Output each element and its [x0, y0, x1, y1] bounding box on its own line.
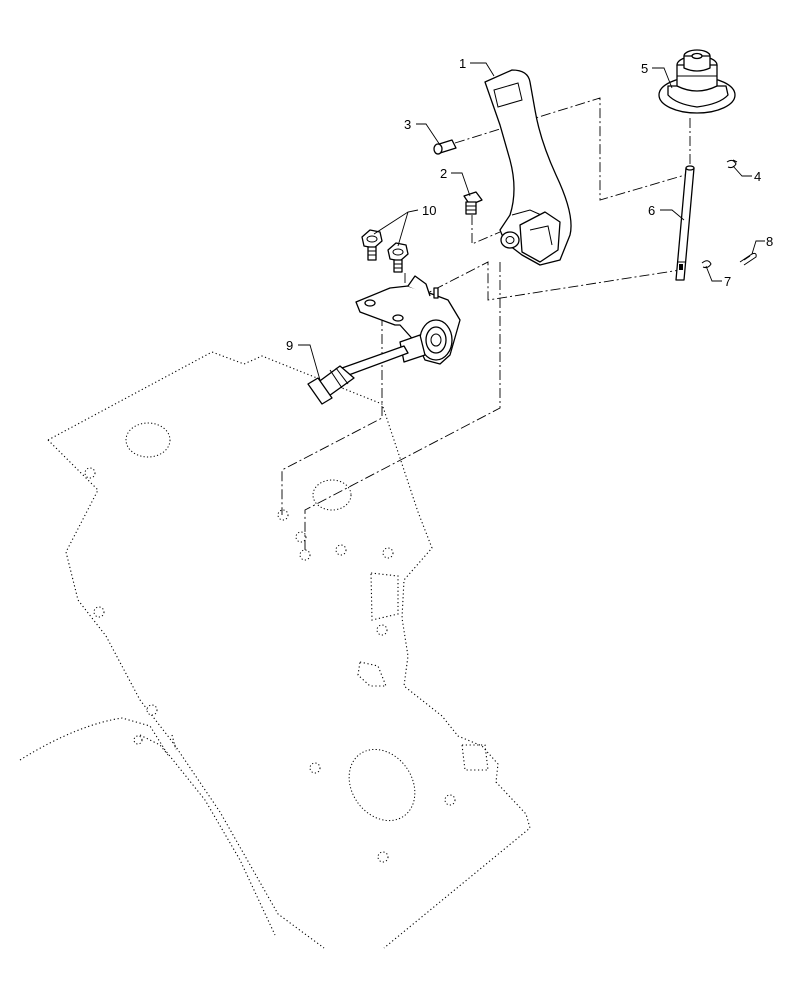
callout-6: 6	[648, 203, 655, 218]
part-7-clip	[701, 260, 712, 269]
part-8-cotter-pin	[739, 252, 757, 266]
part-4-clip	[726, 159, 738, 169]
callout-7: 7	[724, 274, 731, 289]
frame-holes	[84, 422, 456, 863]
part-9-sensor-assembly	[307, 275, 461, 405]
callout-1: 1	[459, 56, 466, 71]
callout-10: 10	[422, 203, 436, 218]
part-2-screw	[463, 191, 483, 215]
callout-5: 5	[641, 61, 648, 76]
callout-2: 2	[440, 166, 447, 181]
frame-panel-outline	[19, 351, 531, 949]
part-3-pin	[433, 139, 457, 155]
part-10-bolts	[361, 229, 409, 273]
leader-lines	[298, 62, 765, 381]
callout-8: 8	[766, 234, 773, 249]
callout-4: 4	[754, 169, 761, 184]
part-6-rod	[675, 165, 695, 281]
part-1-lever-bracket	[484, 69, 572, 266]
callout-labels: 1 2 3 4 5 6 7 8 9 10	[286, 56, 773, 353]
callout-3: 3	[404, 117, 411, 132]
part-5-knob	[658, 49, 736, 114]
callout-9: 9	[286, 338, 293, 353]
